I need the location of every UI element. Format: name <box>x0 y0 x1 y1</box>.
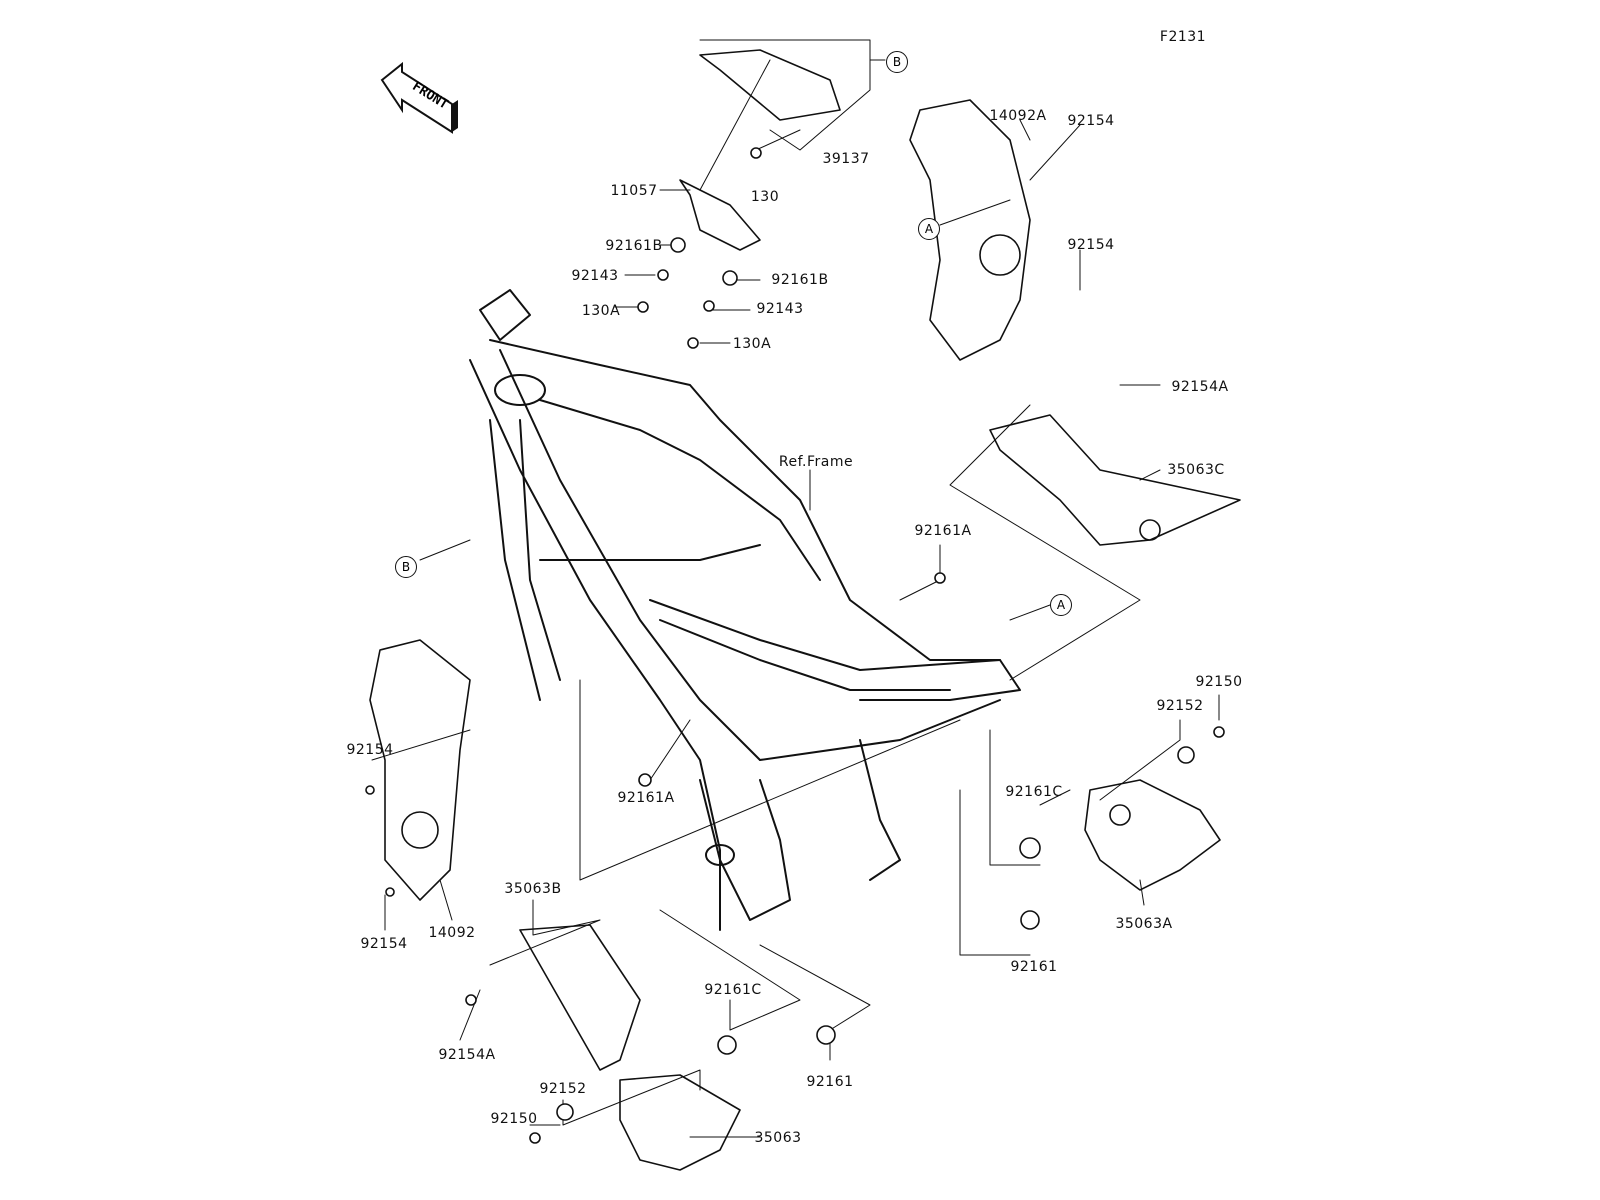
part-label: 11057 <box>610 183 658 199</box>
callout-a: A <box>918 218 940 240</box>
footrest-bracket-35063 <box>619 1074 741 1171</box>
part-label: 130A <box>581 303 621 319</box>
part-label: 92154 <box>1067 113 1115 129</box>
side-cover-left <box>369 639 471 901</box>
part-label: 92161C <box>704 982 762 998</box>
part-label: 14092 <box>428 925 476 941</box>
part-label: 92143 <box>756 301 804 317</box>
part-label: 92150 <box>490 1111 538 1127</box>
part-label: 92143 <box>571 268 619 284</box>
part-label: 92154 <box>1067 237 1115 253</box>
part-label: 92161B <box>771 272 829 288</box>
side-cover-right <box>909 99 1031 361</box>
part-label: 92154 <box>346 742 394 758</box>
part-label: 92161 <box>1010 959 1058 975</box>
part-label: 130A <box>732 336 772 352</box>
part-label: 92161C <box>1005 784 1063 800</box>
part-label: 92161B <box>605 238 663 254</box>
part-label: 39137 <box>822 151 870 167</box>
leader-lines <box>371 39 1220 1138</box>
part-label: 14092A <box>989 108 1047 124</box>
part-label: 35063C <box>1167 462 1225 478</box>
part-label: 92161 <box>806 1074 854 1090</box>
main-frame <box>469 289 1021 931</box>
part-label: 92152 <box>1156 698 1204 714</box>
part-label: 92161A <box>617 790 675 806</box>
part-label: 35063A <box>1115 916 1173 932</box>
part-label: 92161A <box>914 523 972 539</box>
footrest-bracket-35063A <box>1084 779 1221 891</box>
part-label: 92154A <box>438 1047 496 1063</box>
figure-code: F2131 <box>1159 29 1207 45</box>
reference-label: Ref.Frame <box>778 454 854 470</box>
callout-a: A <box>1050 594 1072 616</box>
part-label: 92154 <box>360 936 408 952</box>
bracket-upper <box>679 49 841 251</box>
part-label: 92150 <box>1195 674 1243 690</box>
footrest-bracket-35063C <box>989 414 1241 546</box>
callout-b: B <box>886 51 908 73</box>
part-label: 35063 <box>754 1130 802 1146</box>
front-arrow-icon: FRONT <box>380 62 458 134</box>
part-label: 35063B <box>504 881 562 897</box>
fasteners <box>365 147 1225 1144</box>
footrest-bracket-35063B <box>519 924 641 1071</box>
callout-b: B <box>395 556 417 578</box>
part-label: 92154A <box>1171 379 1229 395</box>
part-label: 130 <box>750 189 780 205</box>
part-label: 92152 <box>539 1081 587 1097</box>
